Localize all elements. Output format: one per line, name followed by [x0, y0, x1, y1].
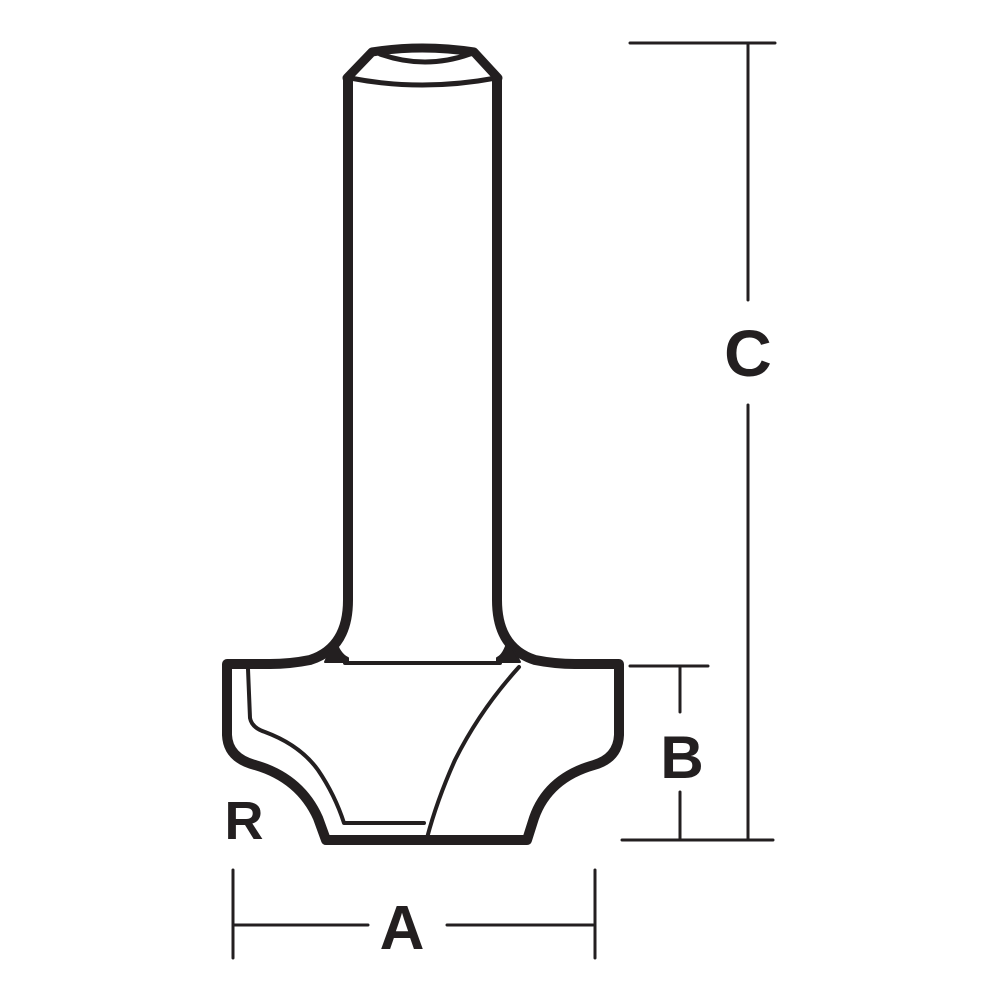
- dimension-a: [231, 868, 597, 960]
- cutter-body: [222, 659, 624, 845]
- dimension-c: [628, 41, 777, 842]
- dimension-b: [620, 664, 775, 842]
- shank-top-chamfer: [342, 43, 503, 88]
- dimension-a-label: A: [379, 894, 425, 963]
- radius-r-label: R: [224, 791, 264, 851]
- carbide-insert: [246, 665, 521, 840]
- dimension-b-label: B: [660, 724, 704, 791]
- dimension-c-label: C: [724, 316, 772, 390]
- shank: [265, 73, 580, 669]
